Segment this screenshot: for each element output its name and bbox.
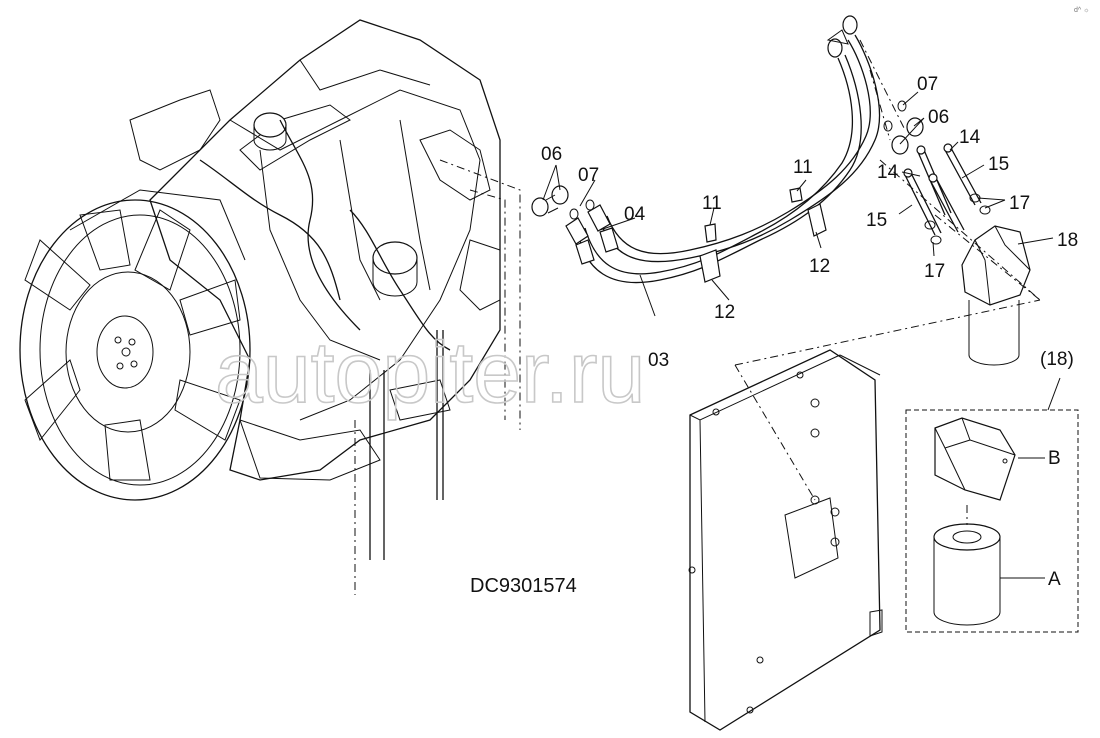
watermark: autopiter.ru [215, 325, 645, 421]
hose-assembly [531, 15, 881, 284]
centerline [439, 159, 521, 430]
callout-07: 07 [578, 165, 599, 186]
callout-a: A [1048, 569, 1061, 590]
callout-18: 18 [1057, 230, 1078, 251]
engine-assembly [129, 19, 501, 560]
leader-lines [542, 91, 1054, 317]
bolts-14-15 [903, 143, 991, 245]
corner-mark: d^ ☼ [1074, 7, 1090, 14]
callout-07: 07 [917, 74, 938, 95]
callout-b: B [1048, 448, 1061, 469]
callout-15: 15 [866, 210, 887, 231]
callout-14: 14 [959, 127, 981, 148]
inset-18 [905, 377, 1079, 633]
callout-11: 11 [793, 157, 813, 178]
callout-14: 14 [877, 162, 899, 183]
fan-assembly [19, 189, 251, 501]
callout-06: 06 [928, 107, 949, 128]
centerline [469, 189, 506, 420]
callout-15: 15 [988, 154, 1009, 175]
filter-18 [879, 159, 1041, 366]
inset-label: (18) [1040, 349, 1074, 370]
drawing-code: DC9301574 [470, 575, 577, 597]
mounting-bracket [688, 299, 1041, 731]
fitting-06-left [531, 185, 569, 217]
callout-12: 12 [714, 302, 735, 323]
callout-11: 11 [702, 193, 722, 214]
callout-03: 03 [648, 350, 669, 371]
callout-17: 17 [1009, 193, 1030, 214]
o-ring-07 [569, 208, 579, 220]
callout-12: 12 [809, 256, 830, 277]
callout-04: 04 [624, 204, 646, 225]
callout-06: 06 [541, 144, 562, 165]
o-ring-07 [585, 199, 595, 211]
callout-17: 17 [924, 261, 945, 282]
